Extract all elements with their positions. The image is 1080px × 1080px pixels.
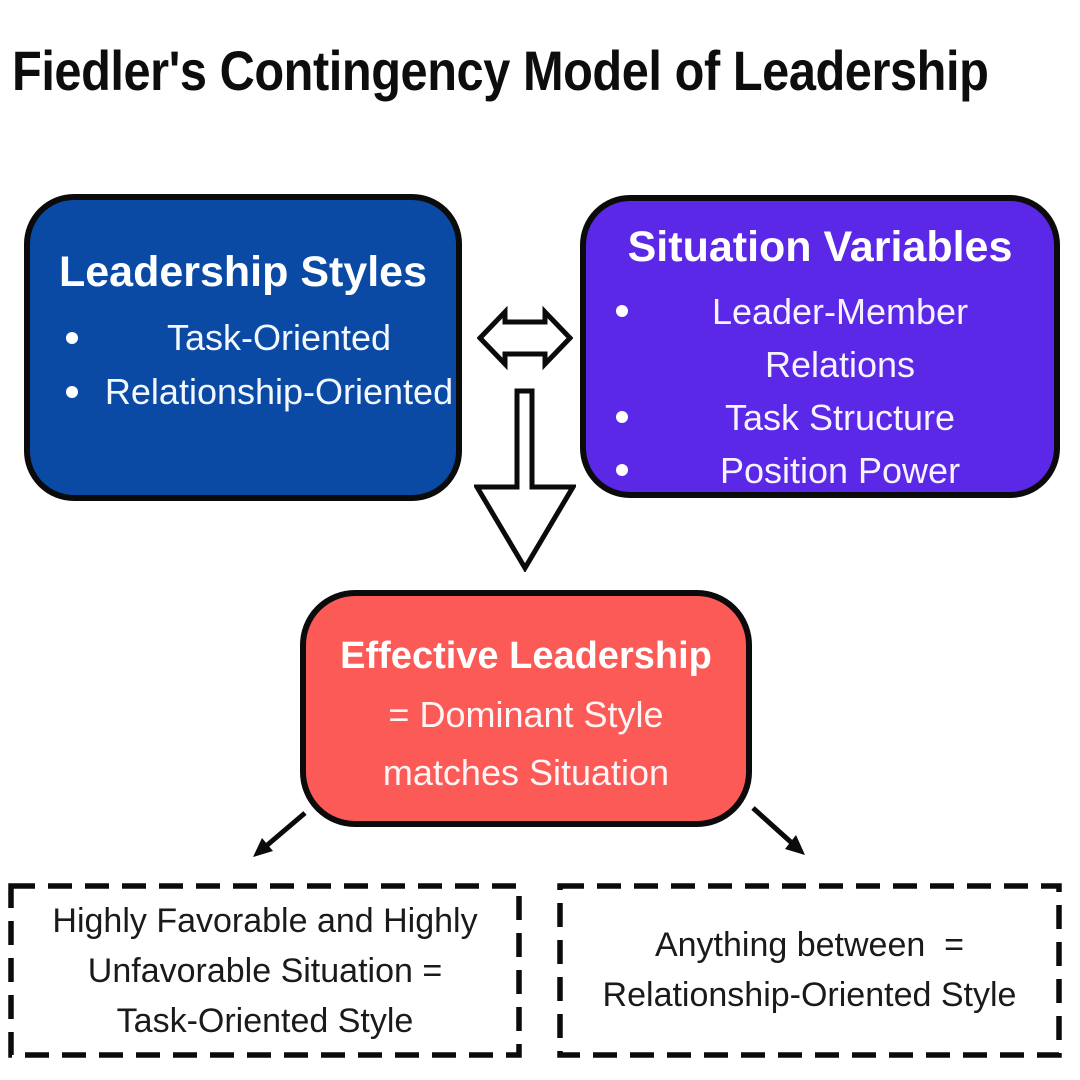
list-item: Task Structure [586,391,1054,444]
list-item: Position Power [586,444,1054,497]
outcome-line: Task-Oriented Style [116,1002,414,1040]
effective-leadership-heading: Effective Leadership [340,635,712,677]
list-item-label: Relationship-Oriented [104,371,454,412]
leadership-styles-heading: Leadership Styles [58,248,428,296]
leadership-styles-list: Task-Oriented Relationship-Oriented [30,311,456,419]
list-item: Relationship-Oriented [30,365,456,419]
double-headed-arrow-icon [477,306,573,370]
bullet-icon [616,464,628,476]
situation-variables-list: Leader-Member Relations Task Structure P… [586,285,1054,497]
effective-leadership-lines: = Dominant Style matches Situation [306,686,746,802]
outcome-text: Highly Favorable and Highly Unfavorable … [8,896,522,1046]
outcome-line: Highly Favorable and Highly [52,902,478,940]
list-item: Task-Oriented [30,311,456,365]
diagonal-arrow-down-right-icon [751,806,805,855]
outcome-line: Relationship-Oriented Style [602,976,1017,1014]
outcome-text: Anything between = Relationship-Oriented… [557,920,1062,1020]
effective-leadership-line: = Dominant Style [388,694,664,735]
list-item-label: Leader-Member Relations [711,291,969,385]
diagonal-arrow-down-left-icon [253,811,307,857]
bullet-icon [616,411,628,423]
list-item: Leader-Member Relations [586,285,1054,391]
dashed-border [8,883,522,1058]
effective-leadership-box: Effective Leadership = Dominant Style ma… [300,590,752,827]
situation-variables-box: Situation Variables Leader-Member Relati… [580,195,1060,498]
leadership-styles-box: Leadership Styles Task-Oriented Relation… [24,194,462,501]
outcome-box-task-oriented: Highly Favorable and Highly Unfavorable … [8,883,522,1058]
situation-variables-heading: Situation Variables [627,223,1013,271]
bullet-icon [616,305,628,317]
bullet-icon [66,386,78,398]
list-item-label: Position Power [719,450,961,491]
bullet-icon [66,332,78,344]
page-title: Fiedler's Contingency Model of Leadershi… [12,39,989,102]
outcome-box-relationship-oriented: Anything between = Relationship-Oriented… [557,883,1062,1058]
down-block-arrow-icon [474,388,576,572]
list-item-label: Task Structure [724,397,956,438]
outcome-line: Anything between = [654,926,965,964]
outcome-line: Unfavorable Situation = [87,952,443,990]
effective-leadership-line: matches Situation [382,752,670,793]
list-item-label: Task-Oriented [166,317,392,358]
